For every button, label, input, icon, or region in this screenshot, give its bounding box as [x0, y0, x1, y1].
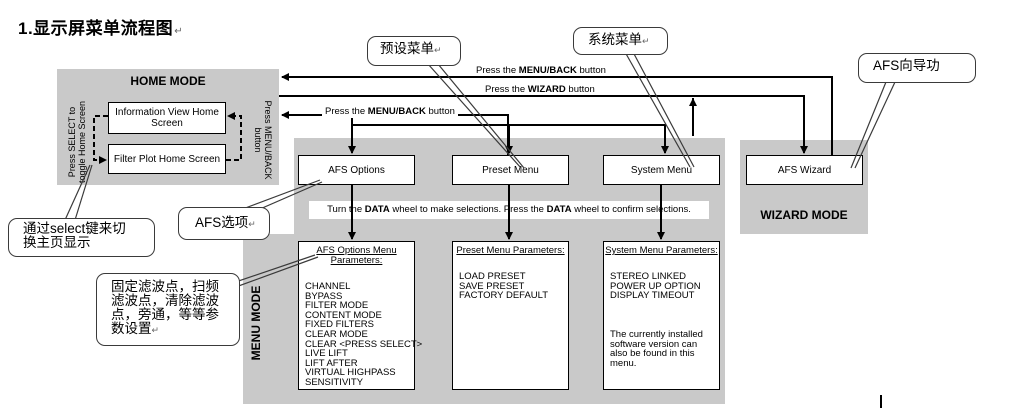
callout-afs-options: AFS选项↵ — [178, 207, 270, 240]
afs-wizard-box: AFS Wizard — [746, 155, 863, 185]
preset-menu-parameters: Preset Menu Parameters: LOAD PRESET SAVE… — [452, 241, 569, 390]
callout-system-menu: 系统菜单↵ — [573, 27, 668, 55]
list-item: LIFT AFTER — [305, 357, 358, 369]
preset-menu-parameters-title: Preset Menu Parameters: — [456, 245, 565, 256]
callout-afs-parameters: 固定滤波点，扫频滤波点，清除滤波点，旁通，等等参数设置↵ — [96, 273, 240, 346]
afs-options-parameters: AFS Options Menu Parameters: CHANNEL BYP… — [298, 241, 423, 390]
text-cursor — [880, 395, 882, 408]
list-item: SENSITIVITY — [305, 376, 364, 388]
list-item: BYPASS — [305, 290, 343, 302]
afs-options-parameters-title: AFS Options Menu Parameters: — [316, 245, 397, 266]
afs-options-box: AFS Options — [298, 155, 415, 185]
list-item: DISPLAY TIMEOUT — [610, 290, 695, 302]
list-item: CLEAR MODE — [305, 328, 368, 340]
menu-back-label-lower: Press the MENU/BACK button — [322, 106, 458, 117]
list-item: CHANNEL — [305, 281, 351, 292]
list-item: SAVE PRESET — [459, 280, 525, 292]
callout-select-toggle: 通过select键来切换主页显示 — [8, 218, 155, 257]
callout-afs-wizard: AFS向导功 — [858, 53, 976, 83]
list-item: POWER UP OPTION — [610, 280, 701, 292]
list-item: VIRTUAL HIGHPASS — [305, 367, 396, 379]
list-item: FACTORY DEFAULT — [459, 290, 549, 302]
list-item: STEREO LINKED — [610, 271, 687, 282]
list-item: FILTER MODE — [305, 300, 369, 312]
menu-back-label-top: Press the MENU/BACK button — [473, 65, 609, 76]
system-menu-box: System Menu — [603, 155, 720, 185]
filter-plot-home-screen: Filter Plot Home Screen — [108, 144, 226, 174]
list-item: LOAD PRESET — [459, 271, 526, 282]
home-mode-title: HOME MODE — [130, 74, 206, 88]
list-item: FIXED FILTERS — [305, 319, 374, 331]
menu-back-arrow-top — [281, 73, 833, 155]
software-version-note: The currently installed software version… — [610, 328, 703, 370]
page-title: 1.显示屏菜单流程图↵ — [18, 19, 184, 38]
wizard-label: Press the WIZARD button — [482, 84, 598, 95]
wizard-arrow — [279, 95, 808, 154]
callout-preset-menu: 预设菜单↵ — [367, 36, 461, 66]
list-item: LIVE LIFT — [305, 348, 348, 360]
info-view-home-screen: Information View Home Screen — [108, 102, 226, 134]
system-menu-parameters: System Menu Parameters: STEREO LINKED PO… — [603, 241, 720, 390]
wizard-mode-title: WIZARD MODE — [760, 208, 848, 222]
list-item: CONTENT MODE — [305, 309, 382, 321]
menu-back-arrow-lower — [281, 111, 509, 155]
list-item: CLEAR <PRESS SELECT> — [305, 338, 423, 350]
system-menu-parameters-title: System Menu Parameters: — [605, 245, 718, 256]
